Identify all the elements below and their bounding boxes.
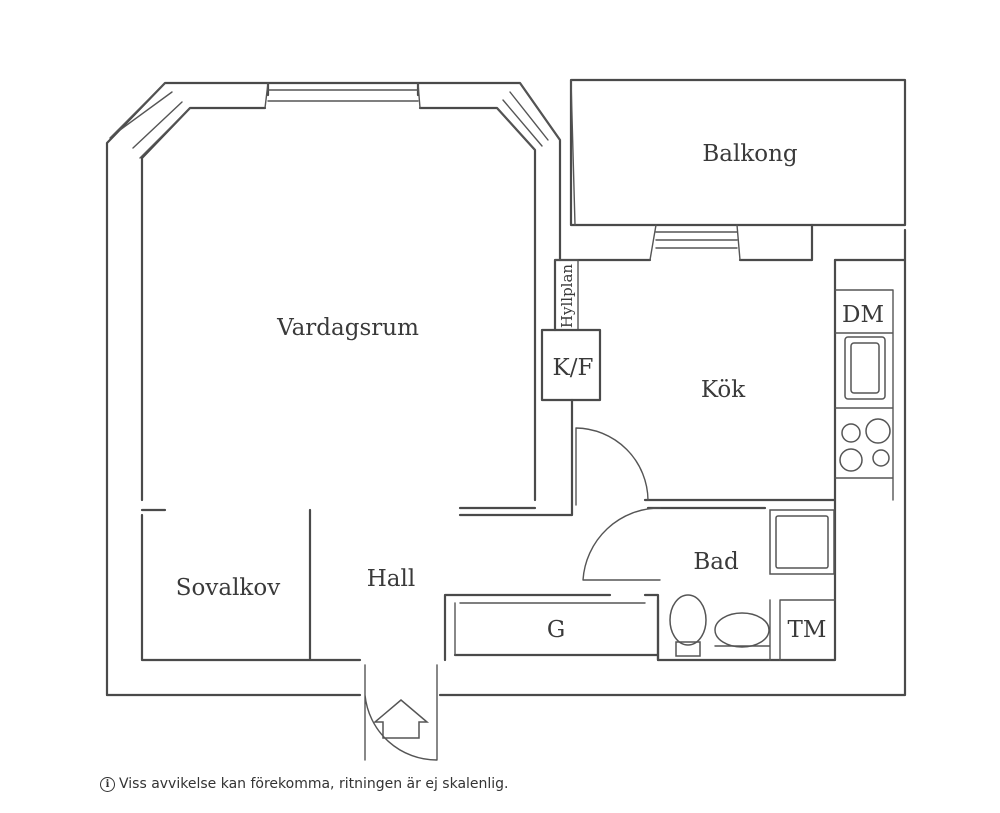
- label-sovalkov: Sovalkov: [176, 575, 280, 601]
- bay-window: [109, 82, 561, 159]
- label-hyllplan: Hyllplan: [558, 264, 576, 328]
- entrance-door: [364, 664, 438, 761]
- hall-walls: [140, 508, 660, 662]
- label-balkong: Balkong: [702, 141, 798, 167]
- disclaimer: i Viss avvikelse kan förekomma, ritninge…: [100, 776, 509, 792]
- label-hall: Hall: [367, 566, 415, 592]
- balcony: [569, 78, 907, 227]
- label-tm: TM: [788, 617, 827, 643]
- label-kok: Kök: [701, 377, 746, 403]
- bathroom: [582, 498, 837, 662]
- label-kf: K/F: [553, 355, 594, 381]
- info-icon: i: [100, 776, 115, 792]
- kitchen-door: [575, 427, 649, 506]
- kitchen-walls: [458, 223, 907, 517]
- disclaimer-text: Viss avvikelse kan förekomma, ritningen …: [119, 776, 509, 792]
- label-bad: Bad: [693, 549, 739, 575]
- label-dm: DM: [842, 302, 884, 328]
- kitchen-counter: [834, 289, 894, 501]
- outer-walls: [105, 81, 907, 697]
- label-g: G: [547, 617, 565, 643]
- label-vardagsrum: Vardagsrum: [276, 315, 419, 341]
